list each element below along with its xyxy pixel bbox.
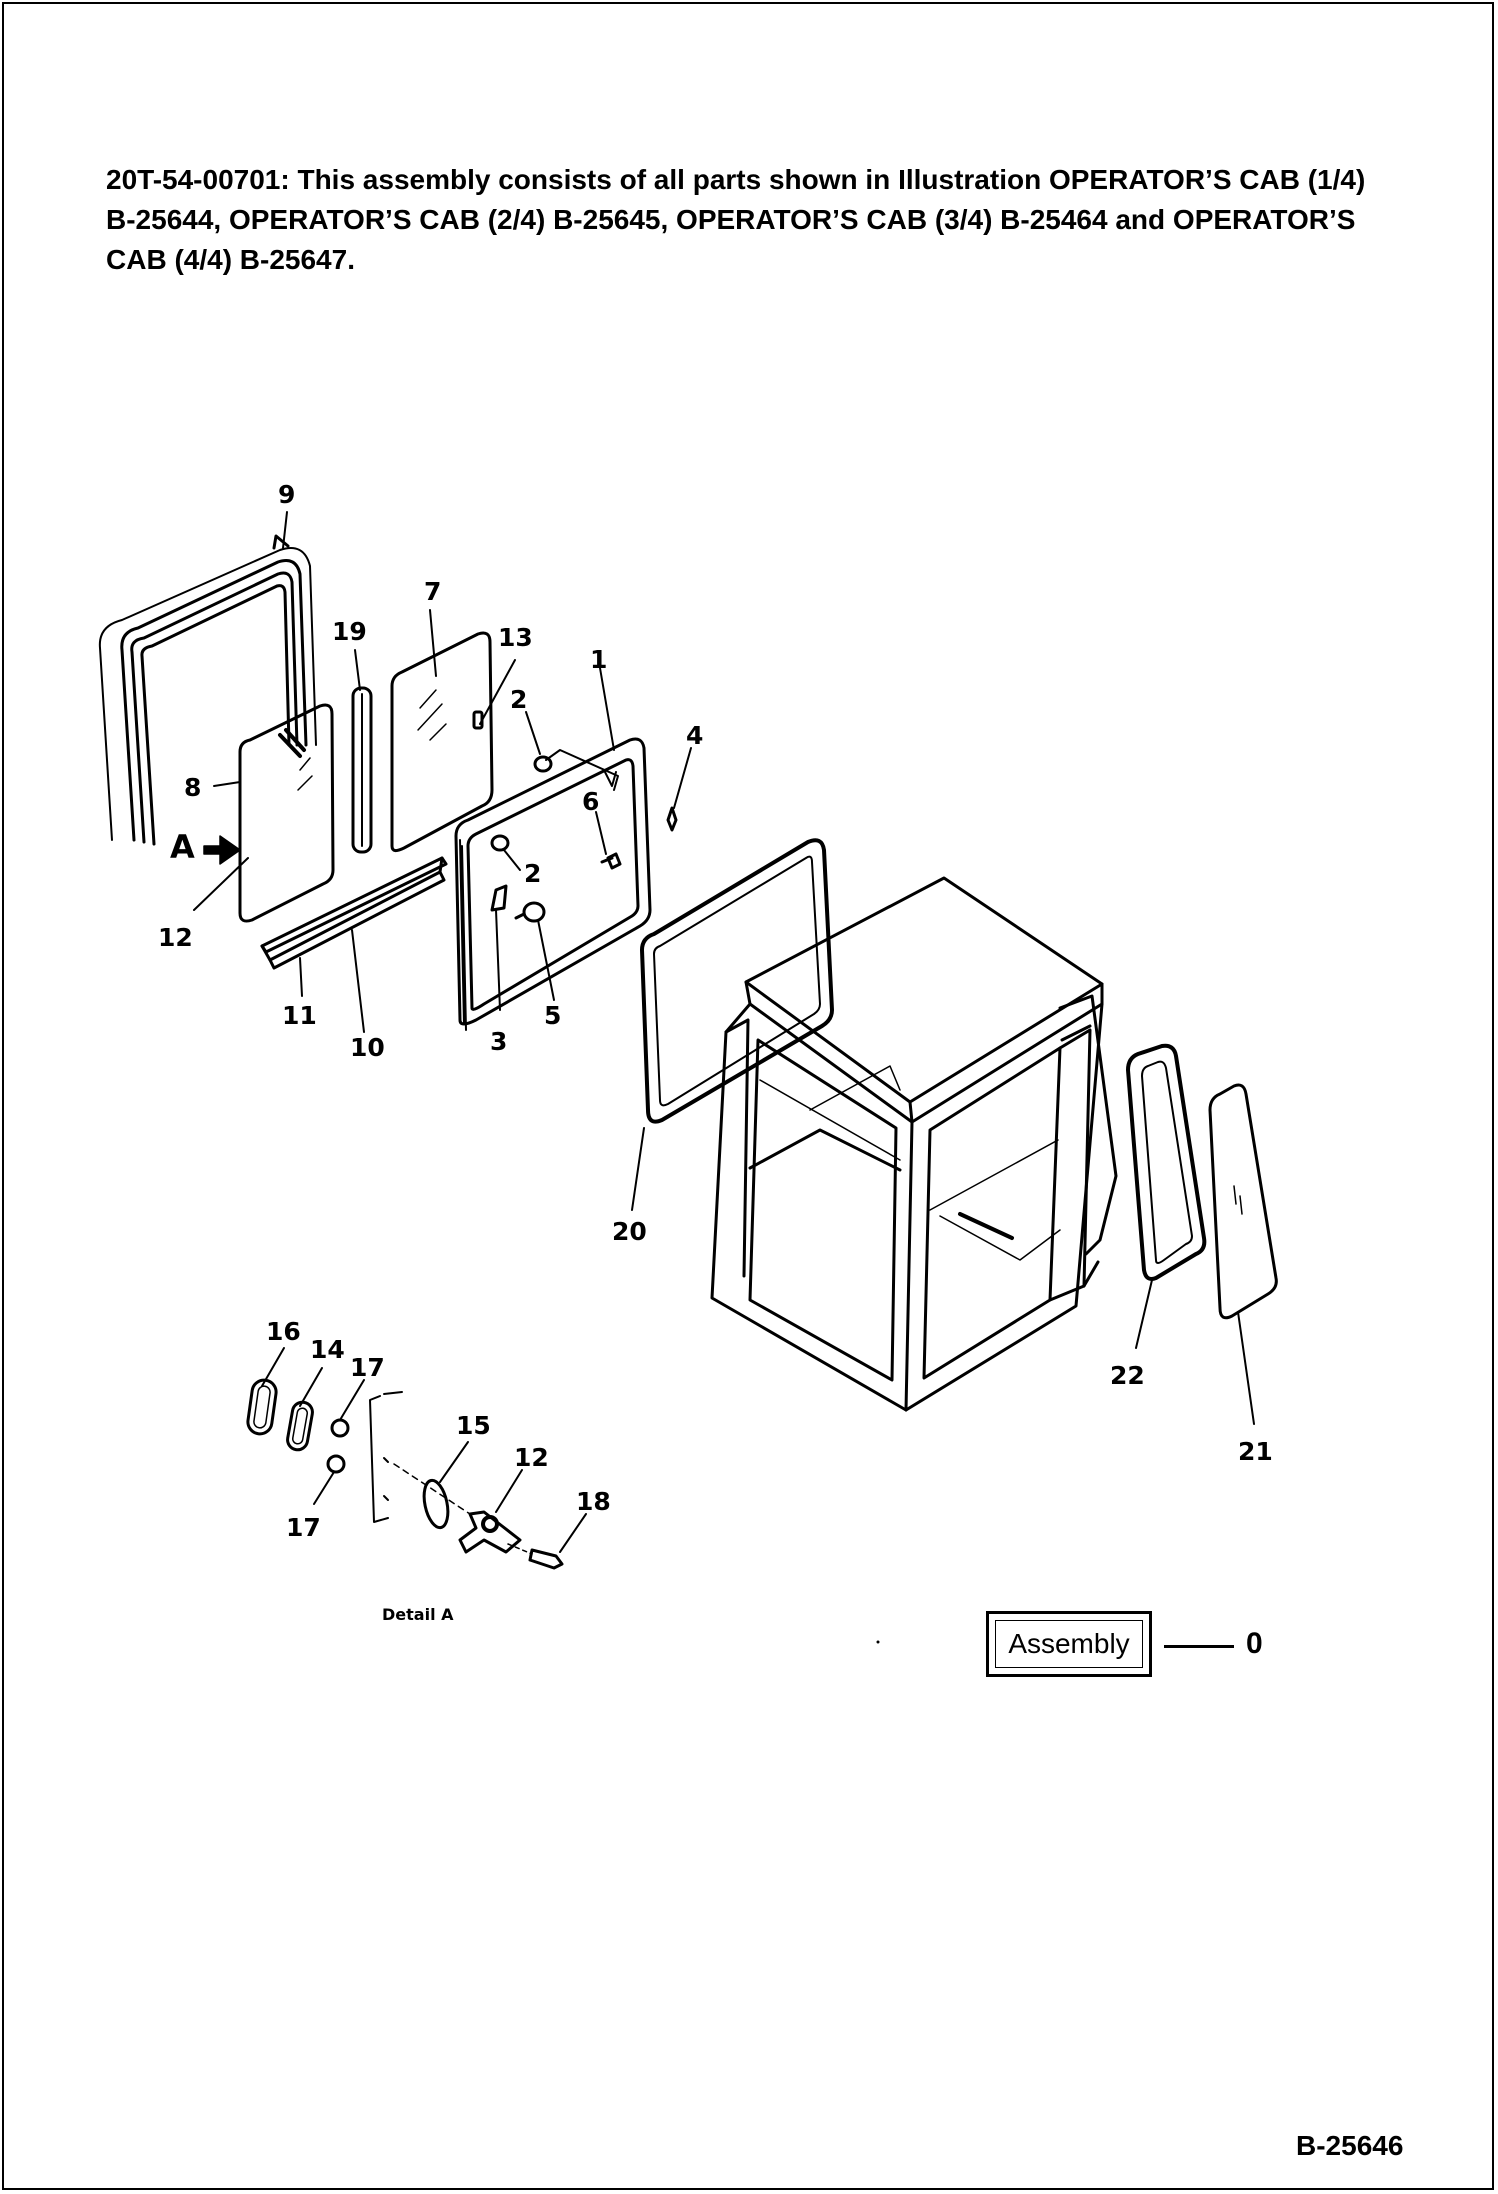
view-a-arrow — [203, 835, 241, 865]
description-line-1: 20T-54-00701: This assembly consists of … — [106, 164, 1366, 195]
illustration-code: B-25646 — [1296, 2130, 1404, 2161]
callout-17-upper: 17 — [350, 1353, 385, 1382]
assembly-label: Assembly — [995, 1620, 1143, 1668]
callout-15: 15 — [456, 1411, 491, 1440]
callout-numbers: 9 8 7 19 13 2 1 4 6 2 3 5 11 10 12 20 22… — [158, 480, 1273, 1624]
callout-12-detail: 12 — [514, 1443, 549, 1472]
part-15-seal — [422, 1478, 450, 1530]
leader-lines — [193, 511, 1255, 1553]
callout-1: 1 — [590, 645, 607, 674]
callout-13: 13 — [498, 623, 533, 652]
callout-22: 22 — [1110, 1361, 1145, 1390]
callout-14: 14 — [310, 1335, 345, 1364]
part-17-nut-lower — [326, 1454, 346, 1474]
part-4-clip — [666, 806, 678, 832]
description-line-3: CAB (4/4) B-25647. — [106, 244, 355, 275]
part-2-upper — [533, 755, 553, 773]
part-17-nut-upper — [330, 1418, 350, 1438]
part-9-window-seal — [98, 534, 317, 846]
callout-8: 8 — [184, 773, 201, 802]
part-14-seal-ring — [286, 1400, 314, 1452]
part-10-11-rails — [260, 856, 448, 970]
callout-20: 20 — [612, 1217, 647, 1246]
cab-body — [710, 876, 1118, 1412]
assembly-number: 0 — [1246, 1627, 1263, 1660]
small-hardware — [490, 755, 678, 923]
callout-18: 18 — [576, 1487, 611, 1516]
callout-3: 3 — [490, 1027, 507, 1056]
view-a-label: A — [170, 828, 195, 866]
callout-4: 4 — [686, 721, 703, 750]
part-5-knob — [522, 901, 546, 923]
callout-12-main: 12 — [158, 923, 193, 952]
callout-16: 16 — [266, 1317, 301, 1346]
part-7-fixed-glass — [390, 631, 494, 853]
part-1-window-frame — [454, 737, 652, 1031]
part-8-sliding-glass — [238, 703, 335, 923]
part-18-bolt — [528, 1548, 564, 1570]
callout-19: 19 — [332, 617, 367, 646]
part-2-lower — [490, 834, 510, 852]
callout-6: 6 — [582, 787, 599, 816]
callout-10: 10 — [350, 1033, 385, 1062]
assembly-leader — [1164, 1645, 1234, 1648]
callout-2-lower: 2 — [524, 859, 541, 888]
part-20-window-seal — [640, 838, 834, 1124]
part-19-vertical-seal — [351, 686, 373, 854]
assembly-description: 20T-54-00701: This assembly consists of … — [106, 160, 1466, 280]
callout-2-upper: 2 — [510, 685, 527, 714]
callout-7: 7 — [424, 577, 441, 606]
door-panel-section — [369, 1395, 389, 1523]
part-21-side-glass — [1208, 1083, 1278, 1320]
callout-9: 9 — [278, 480, 295, 509]
detail-a-caption: Detail A — [382, 1605, 454, 1624]
callout-5: 5 — [544, 1001, 561, 1030]
callout-11: 11 — [282, 1001, 317, 1030]
part-3-latch — [490, 884, 508, 912]
description-line-2: B-25644, OPERATOR’S CAB (2/4) B-25645, O… — [106, 204, 1356, 235]
stray-dot — [876, 1640, 880, 1644]
part-22-side-seal — [1126, 1043, 1207, 1281]
assembly-box: Assembly — [986, 1611, 1152, 1677]
part-6-bolt — [600, 852, 622, 870]
callout-21: 21 — [1238, 1437, 1273, 1466]
callout-17-lower: 17 — [286, 1513, 321, 1542]
